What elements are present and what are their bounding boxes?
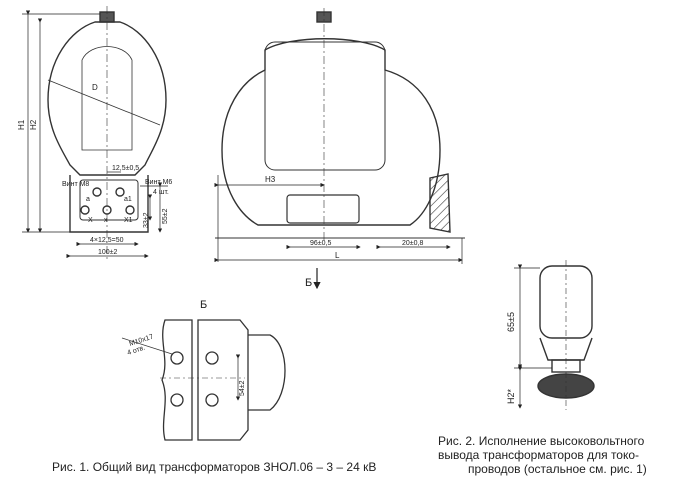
- side-view: [215, 8, 465, 240]
- dim-h3: H3: [265, 175, 276, 184]
- dim-54: 54±2: [239, 380, 246, 396]
- dim-pitch: 12,5±0,5: [112, 165, 139, 172]
- dim-96: 96±0,5: [310, 240, 331, 247]
- dim-33: 33±2: [143, 212, 150, 228]
- screw-m8: Винт М8: [62, 181, 89, 188]
- figure2-dimensions: [514, 264, 552, 409]
- dim-100: 100±2: [98, 249, 118, 256]
- dim-20: 20±0,8: [402, 240, 423, 247]
- screw-m6: Винт М6: [145, 179, 172, 186]
- front-view: [47, 6, 167, 260]
- front-labels: H1 H2 D 12,5±0,5 Винт М8 Винт М6 4 шт. a…: [17, 83, 172, 256]
- term-a1: a1: [124, 196, 132, 203]
- figure2-caption-line2: вывода трансформаторов для токо-: [438, 448, 640, 462]
- figure2-caption-line1: Рис. 2. Исполнение высоковольтного: [438, 434, 645, 448]
- view-b-labels: Б М10х17 4 отв. 54±2: [126, 299, 246, 396]
- dim-d: D: [92, 83, 98, 92]
- view-marker-b: Б: [305, 277, 312, 289]
- term-x-left: X: [88, 217, 93, 224]
- figure2-drawing: [537, 260, 595, 410]
- screw-count: 4 шт.: [153, 189, 169, 196]
- dim-h2star: H2*: [506, 388, 516, 404]
- dim-h1: H1: [17, 119, 26, 130]
- figure2-labels: 65±5 H2*: [506, 312, 516, 404]
- term-x1: X1: [124, 217, 133, 224]
- term-x-mid: x: [104, 217, 108, 224]
- front-dimensions: [22, 10, 168, 259]
- dim-4x: 4×12,5=50: [90, 237, 124, 244]
- figure2-caption-line3: проводов (остальное см. рис. 1): [468, 462, 647, 476]
- dim-h2: H2: [29, 119, 38, 130]
- dim-l: L: [335, 251, 340, 260]
- dim-55: 55±2: [162, 208, 169, 224]
- dim-65: 65±5: [506, 312, 516, 332]
- side-labels: H3 96±0,5 20±0,8 L Б: [265, 175, 423, 289]
- term-a: a: [86, 196, 90, 203]
- side-dimensions: [214, 175, 463, 290]
- view-b: [121, 319, 286, 441]
- view-b-title: Б: [200, 299, 207, 311]
- figure1-caption: Рис. 1. Общий вид трансформаторов ЗНОЛ.0…: [52, 460, 377, 474]
